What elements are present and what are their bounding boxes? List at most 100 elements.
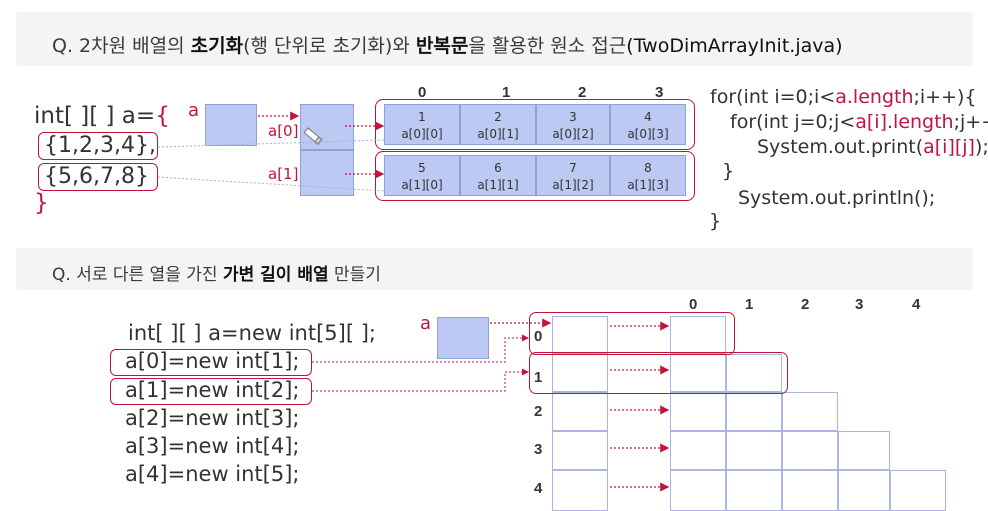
cell-name: a[0][1]	[477, 127, 519, 141]
loop-line-4: }	[722, 160, 735, 182]
jag-col-header-0: 0	[689, 296, 698, 313]
cell-0-2: 3 a[0][2]	[536, 104, 610, 145]
loop-line-5: System.out.println();	[738, 187, 936, 209]
jag-row-pointer-1	[552, 354, 608, 392]
print-c: );	[974, 136, 988, 158]
cell-name: a[0][0]	[401, 127, 443, 141]
q1-prefix: Q. 2차원 배열의	[52, 35, 191, 57]
a0-label: a[0]	[268, 122, 299, 140]
jag-cell-2-2	[782, 392, 838, 431]
row-pointer-a1	[300, 150, 354, 196]
jag-cell-3-0	[670, 431, 726, 470]
col-header-1: 1	[502, 84, 511, 101]
cell-value: 3	[569, 110, 577, 124]
print-a: System.out.print(	[757, 136, 924, 158]
question-bar-1	[16, 12, 973, 66]
jag-row-header-2: 2	[534, 403, 543, 420]
decl2-line-5: a[4]=new int[5];	[125, 462, 300, 486]
q1-mid-2: 을 활용한 원소 접근	[468, 35, 627, 57]
loop1-c: ;i++){	[913, 86, 977, 108]
jag-row-pointer-4	[552, 470, 608, 511]
question-1-title: Q. 2차원 배열의 초기화(행 단위로 초기화)와 반복문을 활용한 원소 접…	[52, 31, 843, 58]
jag-link-line1	[312, 334, 529, 363]
decl-close-brace: }	[34, 190, 49, 216]
cell-name: a[1][1]	[477, 178, 519, 192]
cell-value: 5	[418, 161, 426, 175]
decl-open-brace: {	[155, 103, 170, 129]
jag-row-header-1: 1	[534, 369, 543, 386]
jag-ref-a-box	[437, 317, 489, 359]
cell-value: 2	[494, 110, 502, 124]
q1-mid-1: (행 단위로 초기화)와	[243, 35, 416, 57]
col-header-2: 2	[578, 84, 587, 101]
jag-row-pointer-2	[552, 392, 608, 431]
row0-init: {1,2,3,4},	[44, 133, 156, 158]
cell-value: 4	[644, 110, 652, 124]
jag-cell-3-1	[726, 431, 782, 470]
decl2-line-4: a[3]=new int[4];	[125, 434, 300, 458]
decl2-line-0: int[ ][ ] a=new int[5][ ];	[128, 321, 376, 345]
print-element: a[i][j]	[923, 136, 975, 158]
ref-a-box	[205, 104, 257, 146]
a1-label: a[1]	[268, 165, 299, 183]
link-row0-init	[157, 139, 385, 148]
question-bar-2	[16, 248, 973, 290]
decl2-line-3: a[2]=new int[3];	[125, 406, 300, 430]
cell-value: 6	[494, 161, 502, 175]
cell-name: a[0][2]	[552, 127, 594, 141]
link-row1-init	[157, 176, 385, 192]
cell-1-3: 8 a[1][3]	[610, 155, 686, 196]
decl2-row0-highlight	[110, 349, 312, 376]
jag-row-pointer-3	[552, 431, 608, 470]
cell-value: 8	[644, 161, 652, 175]
jag-cell-4-3	[838, 470, 890, 511]
jag-col-header-3: 3	[855, 296, 864, 313]
decl2-row1-highlight	[110, 378, 312, 405]
loop2-a: for(int j=0;j<	[730, 111, 856, 133]
jag-row1-highlight	[529, 352, 788, 394]
loop-line-3: System.out.print(a[i][j]);	[757, 136, 988, 158]
col-header-0: 0	[418, 84, 427, 101]
pencil-cursor-icon	[303, 127, 323, 145]
row0-init-highlight	[38, 132, 158, 160]
cell-name: a[1][0]	[401, 178, 443, 192]
cell-name: a[1][3]	[627, 178, 669, 192]
row-pointer-a0	[300, 104, 354, 150]
cell-0-0: 1 a[0][0]	[384, 104, 460, 145]
q2-prefix: Q. 서로 다른 열을 가진	[52, 265, 223, 285]
jag-col-header-2: 2	[801, 296, 810, 313]
loop1-a: for(int i=0;i<	[710, 86, 836, 108]
jag-row0-highlight	[529, 312, 735, 355]
jag-col-header-4: 4	[912, 296, 921, 313]
jag-cell-3-2	[782, 431, 838, 470]
q1-bold-1: 초기화	[190, 35, 244, 57]
jag-cell-1-1	[726, 354, 782, 392]
loop1-length: a.length	[835, 86, 914, 108]
jag-cell-4-1	[726, 470, 782, 511]
row1-init: {5,6,7,8}	[44, 164, 149, 189]
jag-row-header-0: 0	[534, 328, 543, 345]
loop-line-1: for(int i=0;i<a.length;i++){	[710, 86, 977, 108]
q2-tail: 만들기	[328, 265, 381, 285]
jag-ref-a-label: a	[420, 313, 432, 334]
cell-0-1: 2 a[0][1]	[460, 104, 536, 145]
q1-file: (TwoDimArrayInit.java)	[626, 35, 843, 57]
jag-cell-3-3	[838, 431, 890, 470]
q1-bold-2: 반복문	[415, 35, 469, 57]
decl-type: int[ ][ ] a=	[34, 103, 156, 129]
q2-bold: 가변 길이 배열	[222, 265, 329, 285]
jag-col-header-1: 1	[745, 296, 754, 313]
cell-value: 1	[418, 110, 426, 124]
loop2-c: ;j++){	[953, 111, 988, 133]
jag-row-pointer-0	[552, 316, 608, 354]
jag-row-header-3: 3	[534, 441, 543, 458]
cell-1-0: 5 a[1][0]	[384, 155, 460, 196]
decl-line-1: int[ ][ ] a={	[34, 103, 170, 129]
jag-cell-4-0	[670, 470, 726, 511]
loop-line-2: for(int j=0;j<a[i].length;j++){	[730, 111, 988, 133]
cell-name: a[1][2]	[552, 178, 594, 192]
question-2-title: Q. 서로 다른 열을 가진 가변 길이 배열 만들기	[52, 260, 381, 285]
